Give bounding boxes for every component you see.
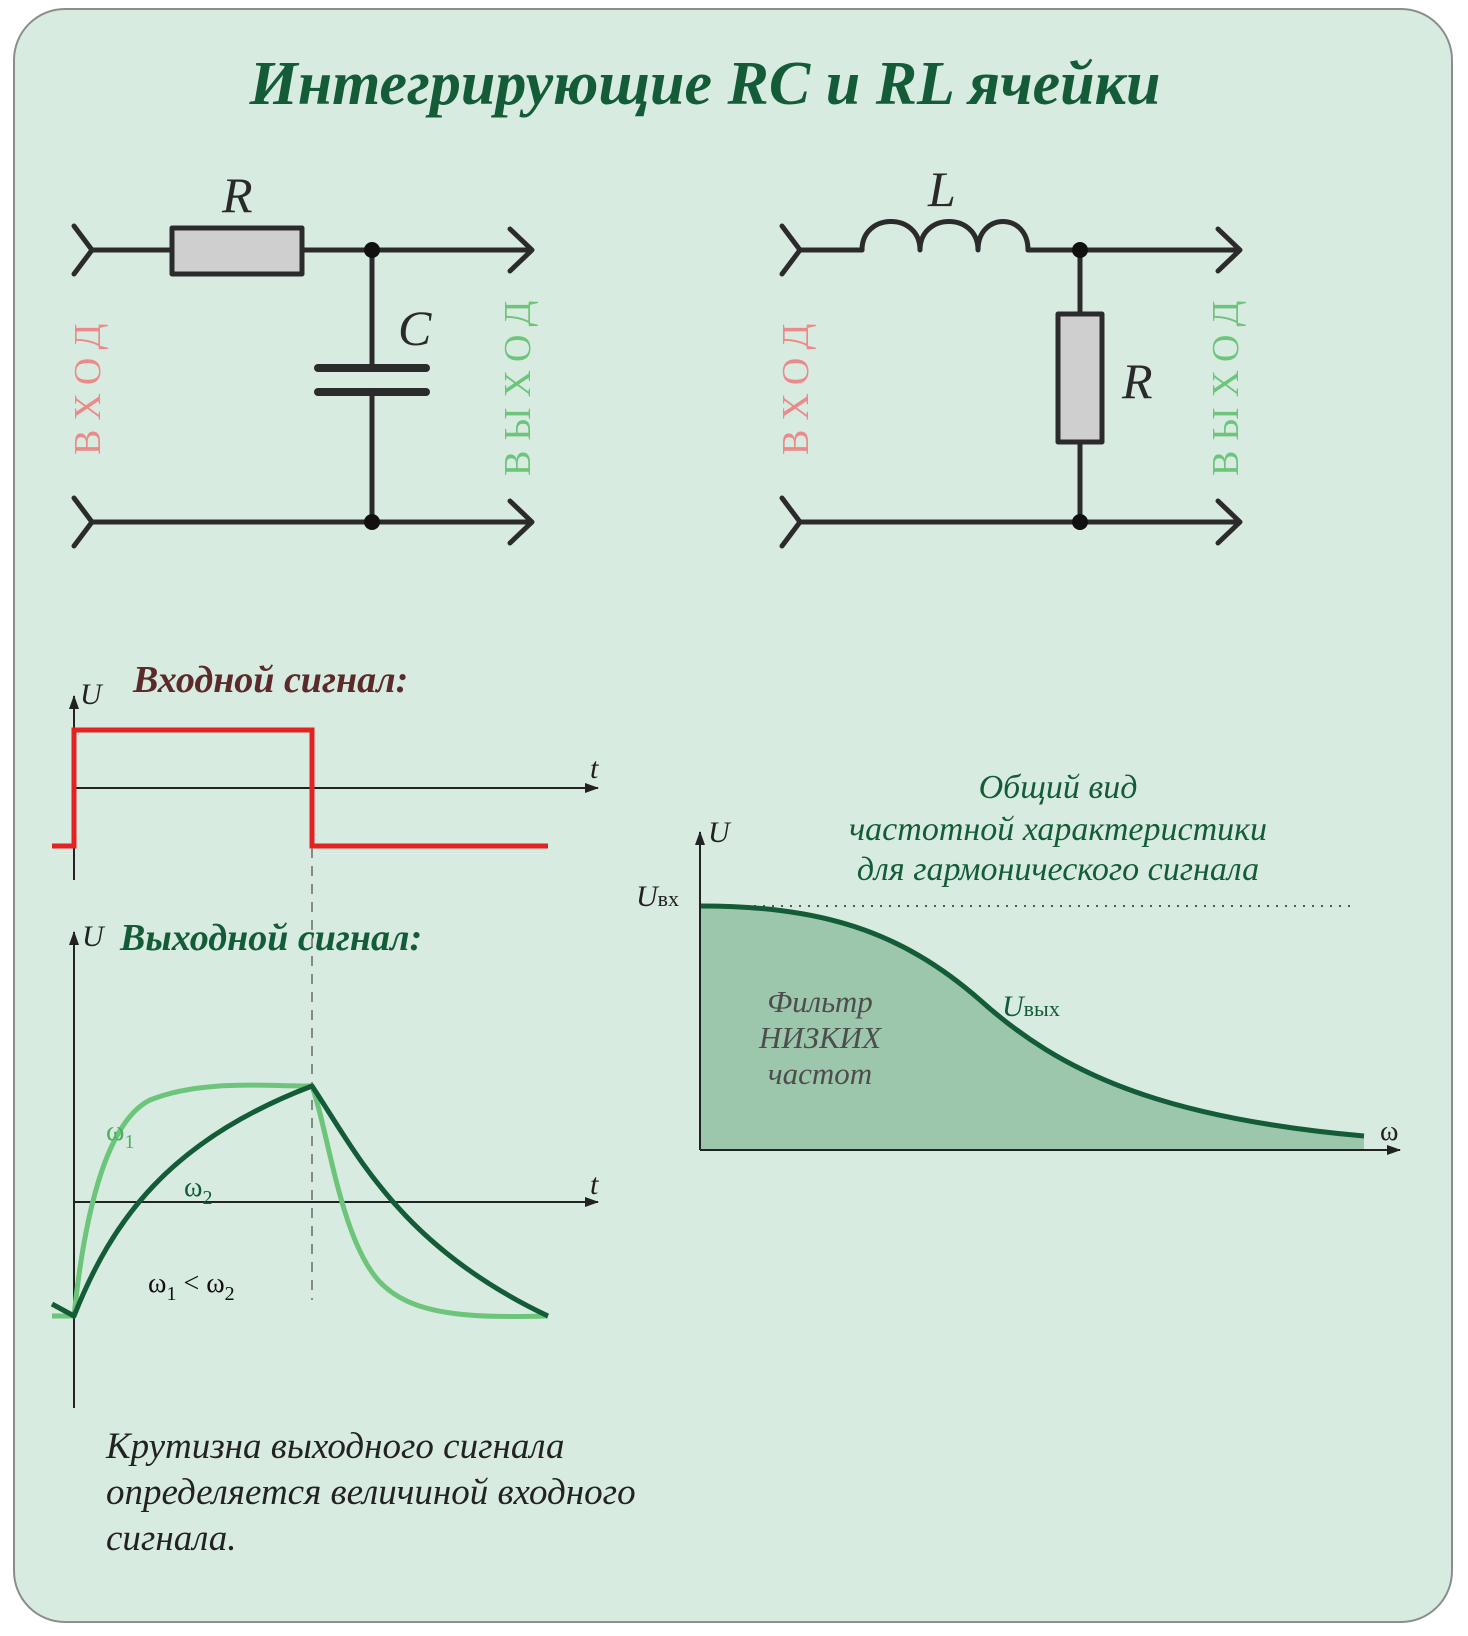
input-x-axis-label: t: [590, 752, 599, 785]
output-signal-title: Выходной сигнал:: [119, 917, 422, 959]
rl-input-terminal-top: [779, 223, 803, 277]
freq-y-axis-label: U: [708, 816, 732, 849]
rc-resistor-label: R: [221, 167, 253, 223]
freq-output-curve-label: Uвых: [1002, 990, 1060, 1023]
omega-relation: ω1 < ω2: [148, 1268, 235, 1305]
output-y-axis-label: U: [82, 920, 106, 953]
rl-input-terminal-bottom: [779, 495, 803, 549]
rl-output-arrow-top: [1215, 226, 1243, 274]
freq-title-line-3: для гармонического сигнала: [857, 851, 1259, 888]
freq-title-line-2: частотной характеристики: [849, 811, 1267, 848]
rc-input-terminal-top: [71, 223, 95, 277]
rc-node-top: [364, 242, 380, 258]
rc-output-arrow-top: [507, 226, 535, 274]
freq-fill-area: [700, 906, 1364, 1150]
curve-omega1-label: ω1: [106, 1116, 134, 1153]
note-line-3: сигнала.: [106, 1518, 237, 1559]
input-pulse: [52, 727, 548, 849]
rc-input-label: ВХОД: [67, 314, 109, 455]
freq-response-curve: [699, 903, 1365, 1139]
rl-circuit: [779, 219, 1243, 549]
freq-title-line-1: Общий вид: [979, 769, 1138, 806]
freq-x-axis-label: ω: [1380, 1116, 1398, 1147]
rl-inductor-label: L: [927, 161, 956, 217]
note-line-1: Крутизна выходного сигнала: [105, 1426, 564, 1467]
rl-resistor: [1055, 311, 1105, 445]
rl-input-label: ВХОД: [775, 314, 817, 455]
output-curve-slow: [50, 1083, 550, 1319]
input-y-axis-label: U: [80, 678, 104, 711]
rc-capacitor-label: C: [398, 300, 432, 356]
rc-output-label: ВЫХОД: [497, 291, 539, 476]
freq-input-level-label: Uвх: [636, 880, 679, 913]
filter-label-line-2: НИЗКИХ: [758, 1020, 882, 1055]
rl-output-label: ВЫХОД: [1205, 291, 1247, 476]
rc-node-bottom: [364, 514, 380, 530]
curve-omega2-label: ω2: [184, 1172, 212, 1209]
output-curve-fast: [52, 1082, 549, 1320]
input-signal-title: Входной сигнал:: [132, 659, 408, 701]
rc-resistor: [169, 225, 305, 277]
output-x-axis-label: t: [590, 1168, 599, 1201]
rc-input-terminal-bottom: [71, 495, 95, 549]
note-line-2: определяется величиной входного: [106, 1472, 636, 1513]
rl-node-top: [1072, 242, 1088, 258]
filter-label-line-3: частот: [768, 1056, 872, 1091]
rl-inductor: [859, 219, 1031, 253]
rc-circuit: [71, 223, 535, 549]
rc-output-arrow-bottom: [507, 498, 535, 546]
rl-resistor-label: R: [1121, 353, 1153, 409]
filter-label-line-1: Фильтр: [767, 984, 873, 1019]
slide-panel: [13, 8, 1453, 1623]
page-title: Интегрирующие RC и RL ячейки: [248, 50, 1160, 118]
rl-node-bottom: [1072, 514, 1088, 530]
rl-output-arrow-bottom: [1215, 498, 1243, 546]
